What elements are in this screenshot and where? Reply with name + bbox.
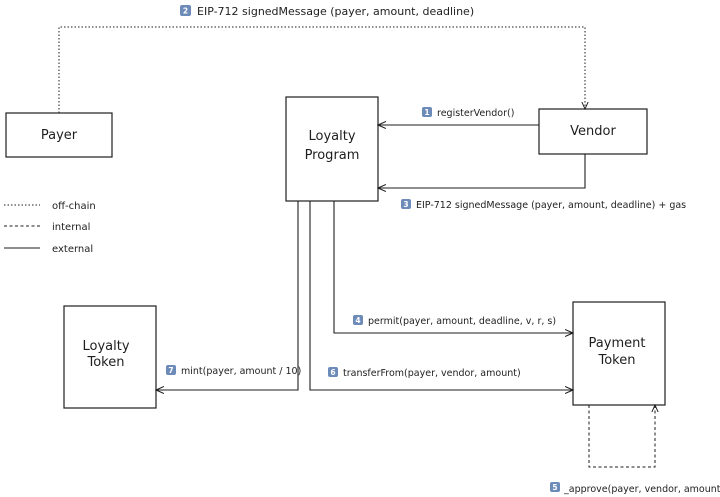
legend-label-external: external: [52, 244, 93, 255]
node-vendor[interactable]: Vendor: [538, 108, 648, 155]
node-loyalty-token-line2: Token: [87, 355, 125, 370]
edge-3-badge-number: 3: [403, 200, 408, 209]
edge-6-badge-number: 6: [330, 368, 335, 377]
edge-3-signed-message-gas: 3 EIP-712 signedMessage (payer, amount, …: [378, 154, 686, 211]
node-vendor-label: Vendor: [570, 124, 616, 139]
edge-7-badge: [166, 365, 176, 375]
edge-3-badge: [401, 199, 411, 209]
node-payment-token[interactable]: Payment Token: [572, 301, 666, 406]
node-payment-token-line2: Token: [598, 353, 636, 368]
node-loyalty-program[interactable]: Loyalty Program: [285, 96, 379, 202]
edge-5-badge: [550, 482, 560, 492]
node-payment-token-line1: Payment: [589, 336, 646, 351]
legend: off-chain internal external: [4, 201, 96, 255]
edge-5-approve-internal: 5 _approve(payer, vendor, amount): [550, 405, 720, 495]
edge-1-label: registerVendor(): [437, 108, 514, 119]
legend-label-internal: internal: [52, 222, 90, 233]
edge-3-label: EIP-712 signedMessage (payer, amount, de…: [416, 200, 686, 211]
edge-2-badge-number: 2: [183, 7, 188, 16]
legend-item-internal: internal: [4, 222, 90, 233]
edge-2-badge: [180, 5, 191, 16]
edge-4-badge: [353, 315, 363, 325]
legend-label-offchain: off-chain: [52, 201, 96, 212]
edge-6-badge: [328, 367, 338, 377]
edge-1-badge-number: 1: [424, 108, 429, 117]
legend-item-external: external: [4, 244, 93, 255]
edge-7-label: mint(payer, amount / 10): [181, 366, 301, 377]
edge-5-label: _approve(payer, vendor, amount): [563, 484, 720, 495]
edge-4-label: permit(payer, amount, deadline, v, r, s): [368, 316, 556, 327]
edge-5-badge-number: 5: [552, 483, 557, 492]
node-payer[interactable]: Payer: [5, 112, 113, 158]
edge-2-signed-message-offchain: 2 EIP-712 signedMessage (payer, amount, …: [58, 5, 585, 113]
node-payer-label: Payer: [41, 128, 78, 143]
edge-7-badge-number: 7: [168, 366, 173, 375]
node-loyalty-token-line1: Loyalty: [82, 339, 129, 354]
edge-1-badge: [422, 107, 432, 117]
edge-2-label: EIP-712 signedMessage (payer, amount, de…: [197, 5, 474, 18]
edge-6-transfer-from: 6 transferFrom(payer, vendor, amount): [309, 201, 573, 390]
node-loyalty-program-line1: Loyalty: [308, 129, 355, 144]
edge-6-label: transferFrom(payer, vendor, amount): [343, 368, 521, 379]
node-loyalty-program-line2: Program: [305, 148, 360, 163]
edge-1-register-vendor: 1 registerVendor(): [378, 107, 539, 125]
edge-7-mint: 7 mint(payer, amount / 10): [156, 201, 301, 390]
edge-4-badge-number: 4: [355, 316, 360, 325]
node-loyalty-token[interactable]: Loyalty Token: [63, 305, 157, 409]
legend-item-offchain: off-chain: [4, 201, 96, 212]
edge-4-permit: 4 permit(payer, amount, deadline, v, r, …: [333, 201, 573, 333]
